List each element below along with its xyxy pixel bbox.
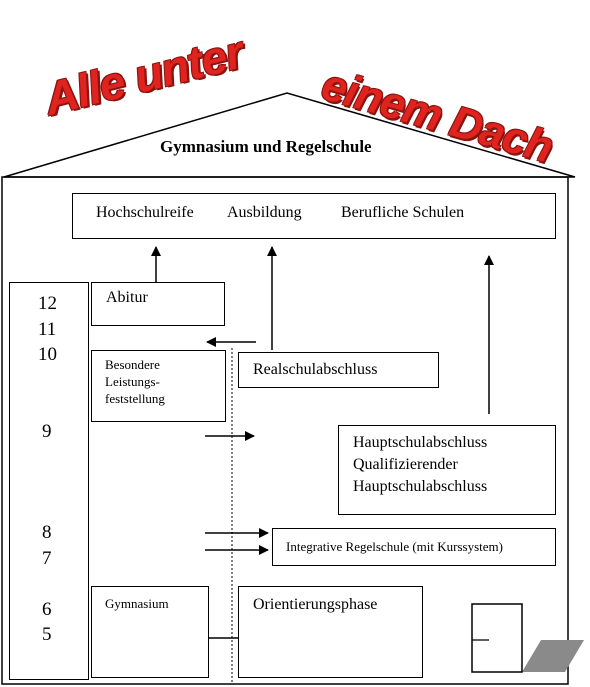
- gymnasium-label: Gymnasium: [105, 596, 169, 611]
- orientierungsphase-label: Orientierungsphase: [253, 596, 378, 613]
- grade-11: 11: [38, 319, 57, 340]
- hauptschulabschluss-box: Hauptschulabschluss Qualifizierender Hau…: [338, 425, 556, 515]
- grade-6: 6: [42, 599, 52, 620]
- hauptschul-line-1: Hauptschulabschluss: [353, 434, 488, 451]
- orientierungsphase-box: Orientierungsphase: [238, 586, 423, 678]
- house-body: [1, 176, 569, 685]
- integrative-regelschule-box: Integrative Regelschule (mit Kurssystem): [272, 528, 556, 566]
- besondere-line-3: feststellung: [105, 391, 165, 406]
- gymnasium-box: Gymnasium: [91, 586, 209, 678]
- abitur-label: Abitur: [106, 289, 148, 306]
- realschulabschluss-box: Realschulabschluss: [238, 352, 439, 388]
- grade-5: 5: [42, 624, 52, 645]
- destinations-box: Hochschulreife Ausbildung Berufliche Sch…: [72, 193, 556, 239]
- abitur-box: Abitur: [91, 282, 225, 326]
- grade-12: 12: [38, 293, 57, 314]
- hauptschul-line-3: Hauptschulabschluss: [353, 478, 488, 495]
- besondere-leistungsfeststellung-box: Besondere Leistungs- feststellung: [91, 350, 226, 422]
- door: [471, 603, 523, 673]
- grade-8: 8: [42, 522, 52, 543]
- grade-7: 7: [42, 548, 52, 569]
- destination-hochschulreife: Hochschulreife: [96, 204, 194, 221]
- realschulabschluss-label: Realschulabschluss: [253, 361, 378, 378]
- destination-berufliche-schulen: Berufliche Schulen: [341, 204, 465, 221]
- roof-title: Gymnasium und Regelschule: [160, 137, 372, 156]
- besondere-line-2: Leistungs-: [105, 374, 160, 389]
- besondere-line-1: Besondere: [105, 357, 160, 372]
- grade-9: 9: [42, 421, 52, 442]
- hauptschul-line-2: Qualifizierender: [353, 456, 458, 473]
- grade-10: 10: [38, 344, 57, 365]
- destination-ausbildung: Ausbildung: [227, 204, 302, 221]
- door-shadow: [522, 640, 584, 672]
- grades-column: 12 11 10 9 8 7 6 5: [9, 282, 89, 680]
- integrative-label: Integrative Regelschule (mit Kurssystem): [286, 539, 503, 554]
